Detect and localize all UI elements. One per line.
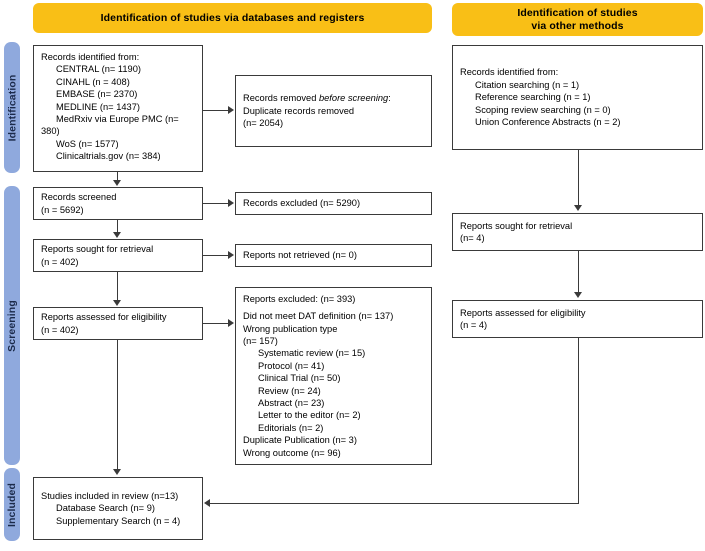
arrowhead-other-assessed-to-included <box>204 499 210 507</box>
box-records-removed: Records removed before screening: Duplic… <box>235 75 432 147</box>
other-reports-sought-line2: (n= 4) <box>460 233 485 243</box>
other-source-scoping-review: Scoping review searching (n = 0) <box>475 104 611 115</box>
source-clinicaltrials: Clinicaltrials.gov (n= 384) <box>56 151 161 162</box>
stage-bar-included: Included <box>4 468 20 541</box>
connector-sought-to-assessed <box>117 272 119 302</box>
banner-databases-registers: Identification of studies via databases … <box>33 3 432 33</box>
stage-label-identification: Identification <box>6 74 19 141</box>
box-records-screened: Records screened (n = 5692) <box>33 187 203 220</box>
other-reports-assessed-line1: Reports assessed for eligibility <box>460 307 586 318</box>
connector-assessed-to-reports-excluded <box>203 323 229 325</box>
arrowhead-sought-to-not-retrieved <box>228 251 234 259</box>
reports-excluded-systematic-review: Systematic review (n= 15) <box>258 348 366 359</box>
source-central: CENTRAL (n= 1190) <box>56 64 141 75</box>
connector-other-sought-to-assessed <box>578 251 580 295</box>
arrowhead-sought-to-assessed <box>113 300 121 306</box>
other-source-citation-searching: Citation searching (n = 1) <box>475 79 580 90</box>
stage-label-screening: Screening <box>6 299 19 352</box>
reports-excluded-clinical-trial: Clinical Trial (n= 50) <box>258 373 341 384</box>
source-medline: MEDLINE (n= 1437) <box>56 101 140 112</box>
source-cinahl: CINAHL (n = 408) <box>56 76 130 87</box>
connector-other-assessed-horizontal <box>210 503 579 505</box>
banner-other-methods-line1: Identification of studies <box>517 6 638 19</box>
reports-excluded-wrong-outcome: Wrong outcome (n= 96) <box>243 447 341 458</box>
records-identified-heading: Records identified from: <box>41 52 140 62</box>
reports-excluded-wrong-pub-type: Wrong publication type <box>243 323 338 334</box>
reports-sought-line1: Reports sought for retrieval <box>41 244 154 255</box>
arrowhead-other-identified-to-sought <box>574 205 582 211</box>
box-reports-not-retrieved: Reports not retrieved (n= 0) <box>235 244 432 267</box>
studies-included-line1: Studies included in review (n=13) <box>41 490 179 501</box>
reports-not-retrieved-line1: Reports not retrieved (n= 0) <box>243 250 357 261</box>
connector-other-identified-to-sought <box>578 150 580 207</box>
stage-label-included: Included <box>6 482 19 527</box>
reports-excluded-dat: Did not meet DAT definition (n= 137) <box>243 311 394 322</box>
arrowhead-screened-to-sought <box>113 232 121 238</box>
box-other-reports-sought: Reports sought for retrieval (n= 4) <box>452 213 703 251</box>
arrowhead-screened-to-excluded <box>228 199 234 207</box>
connector-screened-to-excluded <box>203 203 229 205</box>
other-source-reference-searching: Reference searching (n = 1) <box>475 92 591 103</box>
records-removed-line2: Duplicate records removed <box>243 105 355 116</box>
reports-excluded-heading: Reports excluded: (n= 393) <box>243 294 356 304</box>
records-removed-italic: before screening <box>318 93 389 104</box>
records-removed-line3: (n= 2054) <box>243 118 284 129</box>
arrowhead-other-sought-to-assessed <box>574 292 582 298</box>
reports-excluded-duplicate-publication: Duplicate Publication (n= 3) <box>243 435 357 446</box>
records-removed-line1: Records removed before screening: <box>243 92 424 104</box>
banner-databases-label: Identification of studies via databases … <box>100 11 365 24</box>
reports-excluded-wrong-pub-type-count: (n= 157) <box>243 335 278 346</box>
reports-assessed-line2: (n = 402) <box>41 324 79 335</box>
records-screened-line1: Records screened <box>41 192 117 203</box>
records-excluded-line1: Records excluded (n= 5290) <box>243 198 361 209</box>
box-records-identified-other: Records identified from: Citation search… <box>452 45 703 150</box>
box-studies-included: Studies included in review (n=13) Databa… <box>33 477 203 540</box>
reports-excluded-letter-editor: Letter to the editor (n= 2) <box>258 410 361 421</box>
studies-included-database-search: Database Search (n= 9) <box>56 503 155 514</box>
connector-assessed-to-included <box>117 340 119 471</box>
box-reports-sought: Reports sought for retrieval (n = 402) <box>33 239 203 272</box>
records-screened-line2: (n = 5692) <box>41 204 84 215</box>
records-removed-suffix: : <box>388 93 391 104</box>
arrowhead-identified-to-removed <box>228 106 234 114</box>
source-embase: EMBASE (n= 2370) <box>56 89 138 100</box>
other-reports-assessed-line2: (n = 4) <box>460 320 488 330</box>
connector-other-assessed-vertical <box>578 338 580 504</box>
connector-sought-to-not-retrieved <box>203 255 229 257</box>
records-removed-prefix: Records removed <box>243 93 319 104</box>
reports-assessed-line1: Reports assessed for eligibility <box>41 312 167 323</box>
arrowhead-identified-to-screened <box>113 180 121 186</box>
source-medrxiv: MedRxiv via Europe PMC (n= <box>56 114 179 125</box>
box-reports-excluded-detail: Reports excluded: (n= 393) Did not meet … <box>235 287 432 465</box>
reports-excluded-protocol: Protocol (n= 41) <box>258 360 325 371</box>
reports-excluded-review: Review (n= 24) <box>258 385 321 396</box>
box-other-reports-assessed: Reports assessed for eligibility (n = 4) <box>452 300 703 338</box>
other-source-union-conference: Union Conference Abstracts (n = 2) <box>475 117 621 128</box>
stage-bar-identification: Identification <box>4 42 20 173</box>
banner-other-methods-line2: via other methods <box>531 19 624 32</box>
reports-excluded-abstract: Abstract (n= 23) <box>258 397 325 408</box>
connector-identified-to-screened <box>117 172 119 182</box>
box-records-identified-databases: Records identified from: CENTRAL (n= 119… <box>33 45 203 172</box>
other-reports-sought-line1: Reports sought for retrieval <box>460 220 573 231</box>
source-medrxiv-cont: 380) <box>41 126 60 137</box>
banner-other-methods: Identification of studies via other meth… <box>452 3 703 36</box>
reports-excluded-editorials: Editorials (n= 2) <box>258 422 324 433</box>
reports-sought-line2: (n = 402) <box>41 256 79 267</box>
connector-screened-to-sought <box>117 220 119 234</box>
source-wos: WoS (n= 1577) <box>56 138 119 149</box>
stage-bar-screening: Screening <box>4 186 20 465</box>
box-records-excluded: Records excluded (n= 5290) <box>235 192 432 215</box>
other-records-identified-heading: Records identified from: <box>460 67 559 78</box>
box-reports-assessed: Reports assessed for eligibility (n = 40… <box>33 307 203 340</box>
arrowhead-assessed-to-included <box>113 469 121 475</box>
connector-identified-to-removed <box>203 110 229 112</box>
studies-included-supplementary-search: Supplementary Search (n = 4) <box>56 515 181 526</box>
arrowhead-assessed-to-reports-excluded <box>228 319 234 327</box>
